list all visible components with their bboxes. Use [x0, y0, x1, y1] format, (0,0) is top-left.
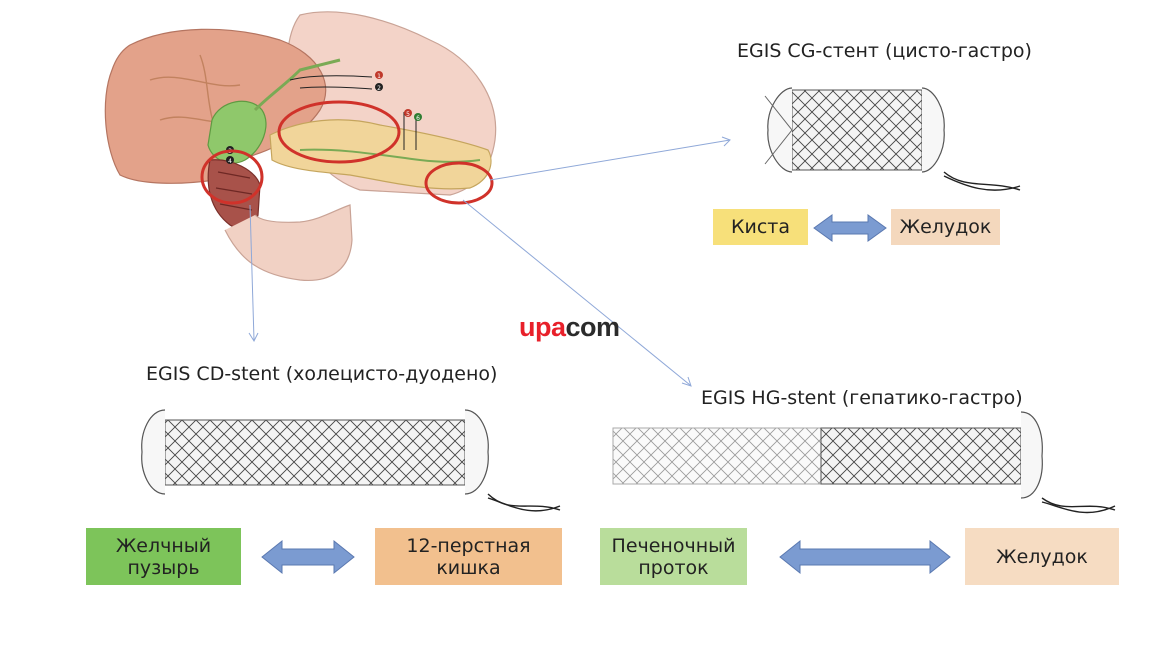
connector-cd [249, 204, 255, 341]
marker-5: 5 [404, 109, 412, 118]
brand-logo: upacom [519, 312, 620, 343]
hg-double-arrow [779, 539, 951, 575]
cg-stent [764, 87, 1021, 191]
marker-2: 2 [375, 83, 383, 92]
highlight-pancreas-tail [424, 161, 494, 205]
cd-double-arrow [261, 539, 355, 575]
cd-stent-title: EGIS CD-stent (холецисто-дуодено) [146, 363, 498, 385]
cg-double-arrow [813, 214, 887, 242]
connector-cg [489, 139, 731, 181]
cg-left-box: Киста [713, 209, 808, 245]
cd-left-box: Желчный пузырь [86, 528, 241, 585]
cd-stent [141, 409, 561, 512]
hg-stent [612, 411, 1116, 514]
logo-part2: com [565, 312, 621, 342]
connector-hg [462, 199, 691, 386]
svg-text:5: 5 [406, 111, 410, 118]
svg-text:1: 1 [377, 73, 381, 80]
hg-stent-title: EGIS HG-stent (гепатико-гастро) [701, 387, 1023, 409]
cg-stent-title: EGIS CG-стент (цисто-гастро) [737, 40, 1032, 62]
hg-left-box: Печеночный проток [600, 528, 747, 585]
logo-part1: upa [519, 312, 566, 342]
svg-text:4: 4 [228, 158, 232, 165]
hg-right-box: Желудок [965, 528, 1119, 585]
highlight-pancreas-head [277, 100, 401, 164]
marker-1: 1 [375, 71, 383, 80]
marker-4: 4 [226, 156, 234, 165]
svg-text:6: 6 [416, 115, 420, 122]
cg-right-box: Желудок [891, 209, 1000, 245]
svg-text:2: 2 [377, 85, 381, 92]
cd-right-box: 12-перстная кишка [375, 528, 562, 585]
highlight-duodenum [200, 149, 264, 205]
marker-6: 6 [414, 113, 422, 122]
